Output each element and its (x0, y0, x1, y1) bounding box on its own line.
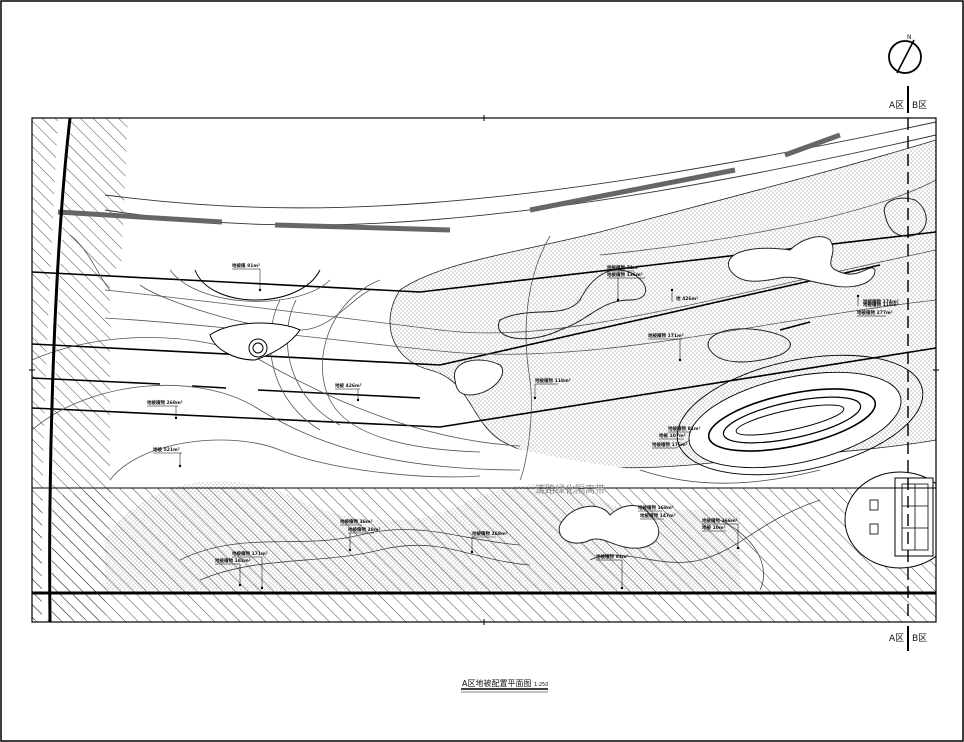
svg-text:地被 10m²: 地被 10m² (702, 524, 726, 531)
svg-text:地被植物 36m²: 地被植物 36m² (340, 518, 373, 525)
plant-label: 地被植 81m² (232, 262, 262, 292)
plant-label: 地被植物 174m² (856, 294, 899, 306)
plant-label: 地被植物 268m² (470, 530, 508, 554)
plant-label: 地被植物 168m² (638, 504, 674, 512)
planting-bed-edges (454, 197, 927, 549)
central-lawn (110, 260, 640, 480)
pond-contours (676, 354, 924, 476)
north-arrow-icon: N (888, 34, 922, 74)
plant-labels: 地被植 81m² 地被植物 71m² 地被植物 136m² 地 426m² 地被… (147, 262, 899, 590)
svg-text:地被植物 268m²: 地被植物 268m² (472, 530, 508, 537)
plant-label: 地 426m² (670, 288, 698, 302)
svg-text:地被植物 168m²: 地被植物 168m² (638, 504, 674, 511)
zone-b-label-top: B区 (912, 100, 927, 111)
plant-label: 地被 426m² (335, 382, 362, 402)
zone-marker-bottom: A区 B区 (889, 626, 927, 651)
road-edge-left (48, 118, 72, 622)
plant-label: 地被植物 277m² (857, 309, 893, 317)
zone-b-label-bottom: B区 (912, 633, 927, 644)
svg-text:地被植物 94m²: 地被植物 94m² (596, 553, 629, 560)
faint-annotation: 道路绿化隔离带 (535, 483, 605, 496)
svg-text:地被 426m²: 地被 426m² (335, 382, 362, 389)
plant-label: 地被 521m² (153, 446, 182, 468)
svg-text:地被植物 171m²: 地被植物 171m² (648, 332, 684, 339)
svg-text:地被植物 174m²: 地被植物 174m² (863, 298, 899, 305)
plant-label: 地被植物 171m² (648, 332, 684, 362)
plant-label: 地被植物 28m² (348, 526, 381, 552)
plant-label: 地被 107m² (659, 432, 686, 440)
north-label: N (907, 34, 912, 41)
svg-text:地被植物 277m²: 地被植物 277m² (857, 309, 893, 316)
svg-text:地被 521m²: 地被 521m² (153, 446, 180, 453)
svg-text:地被植物 176m²: 地被植物 176m² (652, 441, 688, 448)
plant-label: 地被植物 71m² (607, 264, 640, 272)
zone-a-label-top: A区 (889, 100, 904, 111)
plant-label: 地被植物 81m² (668, 425, 701, 433)
svg-text:地 426m²: 地 426m² (676, 295, 698, 302)
plant-label: 地被植物 176m² (652, 439, 691, 449)
svg-text:地被植物 147m²: 地被植物 147m² (640, 512, 676, 519)
svg-text:地被植物 81m²: 地被植物 81m² (668, 425, 701, 432)
plant-label: 地被植物 136m² (607, 271, 645, 302)
plan-area (32, 118, 936, 622)
svg-text:地被植物 171m²: 地被植物 171m² (232, 550, 268, 557)
plant-label: 地被植物 171m² (232, 550, 268, 590)
plant-label: 地被植物 94m² (596, 553, 629, 590)
svg-text:地被植物 71m²: 地被植物 71m² (607, 264, 640, 271)
plant-label: 地被 10m² (702, 524, 726, 532)
plant-label: 地被植物 36m² (340, 518, 373, 526)
roundabout-island (209, 322, 301, 361)
structure-bottom-right (844, 471, 936, 569)
svg-text:地被植物 136m²: 地被植物 136m² (607, 271, 643, 278)
drawing-title: A区地被配置平面图 (462, 678, 531, 688)
drawing-scale: 1:250 (534, 682, 548, 688)
svg-text:地被植物 118m²: 地被植物 118m² (863, 301, 899, 308)
svg-text:地被植物 28m²: 地被植物 28m² (348, 526, 381, 533)
road-edge-dashes (57, 132, 841, 233)
plant-label: 地被植物 366m² (702, 517, 740, 550)
plant-label: 地被植物 268m² (147, 399, 183, 420)
plant-label: 地被植物 183m² (215, 557, 251, 587)
svg-text:地被植物 366m²: 地被植物 366m² (702, 517, 738, 524)
drawing-title-block: A区地被配置平面图 1:250 (461, 678, 548, 693)
zone-marker-top: A区 B区 (889, 86, 927, 113)
svg-text:地被植物 183m²: 地被植物 183m² (215, 557, 251, 564)
svg-text:地被植 81m²: 地被植 81m² (232, 262, 260, 269)
svg-text:地被植物 268m²: 地被植物 268m² (147, 399, 183, 406)
plant-label: 地被植物 118m² (863, 301, 899, 308)
zone-a-label-bottom: A区 (889, 633, 904, 644)
svg-text:地被植物 118m²: 地被植物 118m² (535, 377, 571, 384)
plant-label: 地被植物 147m² (640, 512, 676, 520)
svg-text:地被 107m²: 地被 107m² (659, 432, 686, 439)
contour-lines (32, 179, 936, 481)
plant-label: 地被植物 118m² (533, 377, 571, 400)
